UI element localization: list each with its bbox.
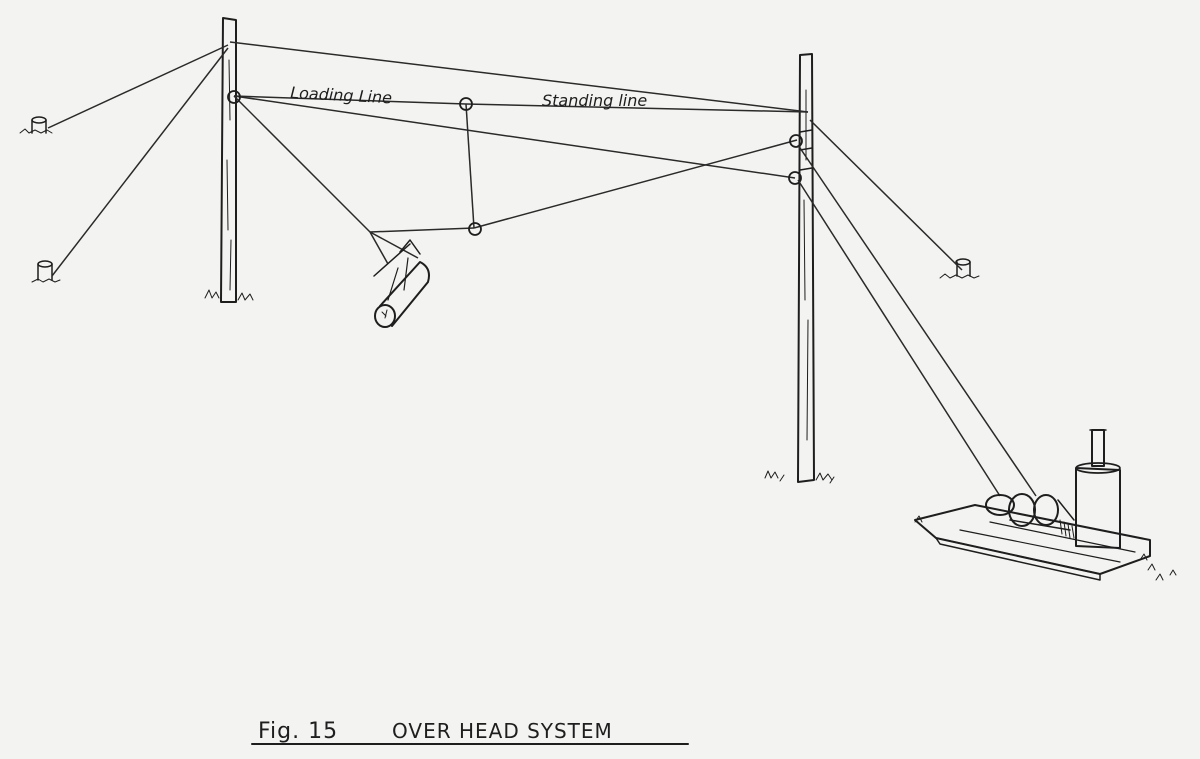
loading-line-ropes xyxy=(233,95,798,265)
standing-line-ropes xyxy=(229,41,809,179)
pulleys xyxy=(227,90,813,236)
pulley-right-lower xyxy=(788,171,802,185)
engine-lines xyxy=(797,144,1037,497)
left-pole xyxy=(204,17,254,303)
stump-left-top xyxy=(19,116,53,134)
guy-lines xyxy=(47,44,963,277)
right-pole xyxy=(764,53,835,484)
pulley-right-upper xyxy=(789,134,803,148)
label-standing-line: Standing line xyxy=(542,91,647,110)
label-loading-line: Loading Line xyxy=(290,83,393,107)
pulley-carriage xyxy=(468,222,482,236)
caption-title: OVER HEAD SYSTEM xyxy=(392,719,613,743)
figure-caption: Fig. 15 OVER HEAD SYSTEM xyxy=(251,719,689,745)
pulley-left-pole xyxy=(227,90,241,104)
stump-left-bottom xyxy=(31,260,61,283)
log-load xyxy=(373,239,430,328)
pulley-trolley xyxy=(459,97,473,111)
donkey-engine xyxy=(914,429,1177,581)
caption-fig-number: Fig. 15 xyxy=(258,719,338,744)
